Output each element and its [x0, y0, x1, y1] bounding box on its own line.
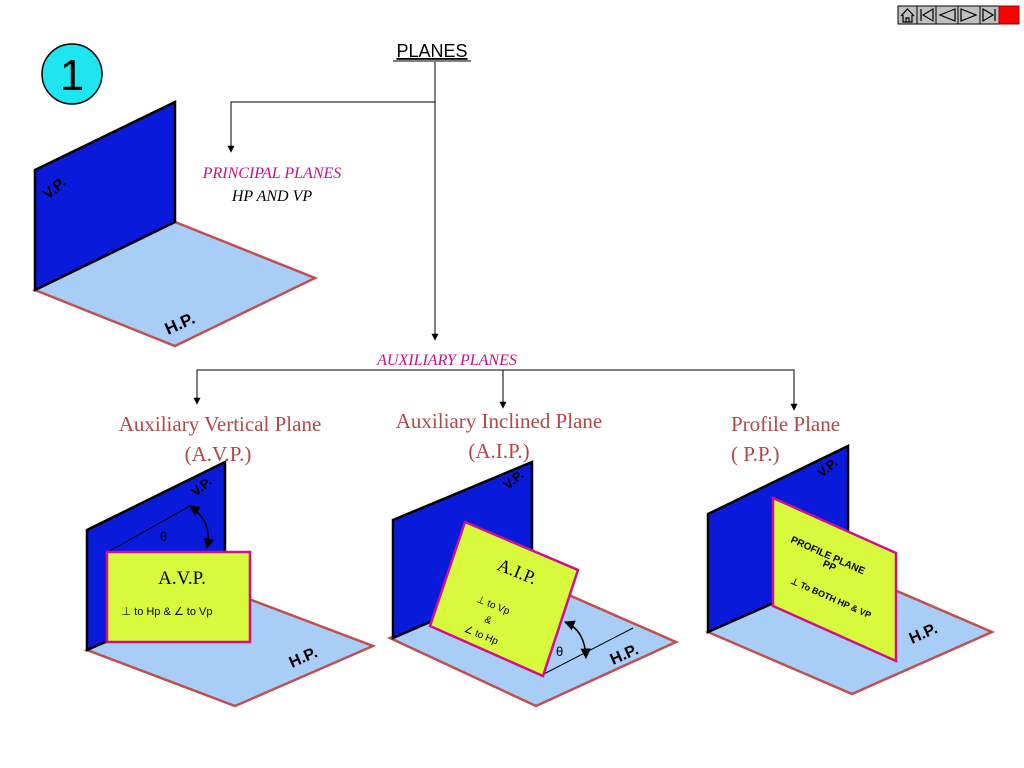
avp-abbr: (A.V.P.): [185, 442, 252, 466]
avp-name: Auxiliary Vertical Plane: [119, 412, 322, 436]
next-button[interactable]: [957, 5, 981, 25]
aip-name: Auxiliary Inclined Plane: [396, 409, 602, 433]
aip-angle-symbol: θ: [556, 644, 563, 659]
principal-planes-label: PRINCIPAL PLANES: [202, 165, 342, 182]
vp-plane: [33, 100, 177, 292]
first-icon: [920, 7, 934, 23]
home-button[interactable]: [897, 5, 918, 25]
first-button[interactable]: [916, 5, 937, 25]
avp-angle-symbol: θ: [160, 529, 167, 544]
pp-figure: V.P. H.P. PROFILE PLANE PP ⊥ To BOTH HP …: [704, 444, 996, 696]
slide-number-badge: 1: [41, 43, 103, 105]
avp-box-text: ⊥ to Hp & ∠ to Vp: [122, 606, 213, 618]
previous-icon: [938, 8, 956, 22]
stop-button[interactable]: [998, 5, 1020, 25]
pp-name: Profile Plane: [731, 412, 840, 436]
nav-bar: [897, 5, 1020, 25]
avp-plane: [105, 550, 252, 644]
principal-planes-figure: V.P. H.P.: [31, 100, 319, 348]
pp-plane: [771, 496, 898, 663]
slide-number: 1: [60, 51, 84, 100]
auxiliary-planes-label: AUXILIARY PLANES: [376, 352, 517, 369]
next-icon: [960, 8, 978, 22]
connector-lines: [193, 62, 798, 411]
aip-plane: [428, 520, 580, 678]
page-title: PLANES: [396, 41, 467, 61]
avp-figure: V.P. H.P. θ A.V.P. ⊥ to Hp & ∠ to Vp: [83, 459, 377, 708]
pp-abbr: ( P.P.): [731, 442, 779, 466]
previous-button[interactable]: [935, 5, 959, 25]
last-icon: [982, 7, 996, 23]
home-icon: [900, 8, 915, 23]
last-button[interactable]: [979, 5, 1000, 25]
stop-icon: [998, 5, 1020, 25]
avp-box-title: A.V.P.: [158, 568, 206, 589]
pp-box-line2: PP: [821, 559, 838, 575]
principal-planes-sub: HP AND VP: [231, 188, 313, 205]
aip-box-line2: &: [483, 614, 494, 627]
aip-abbr: (A.I.P.): [468, 439, 529, 463]
aip-figure: V.P. H.P. θ A.I.P. ⊥ to Vp & ∠ to Hp: [386, 460, 680, 708]
